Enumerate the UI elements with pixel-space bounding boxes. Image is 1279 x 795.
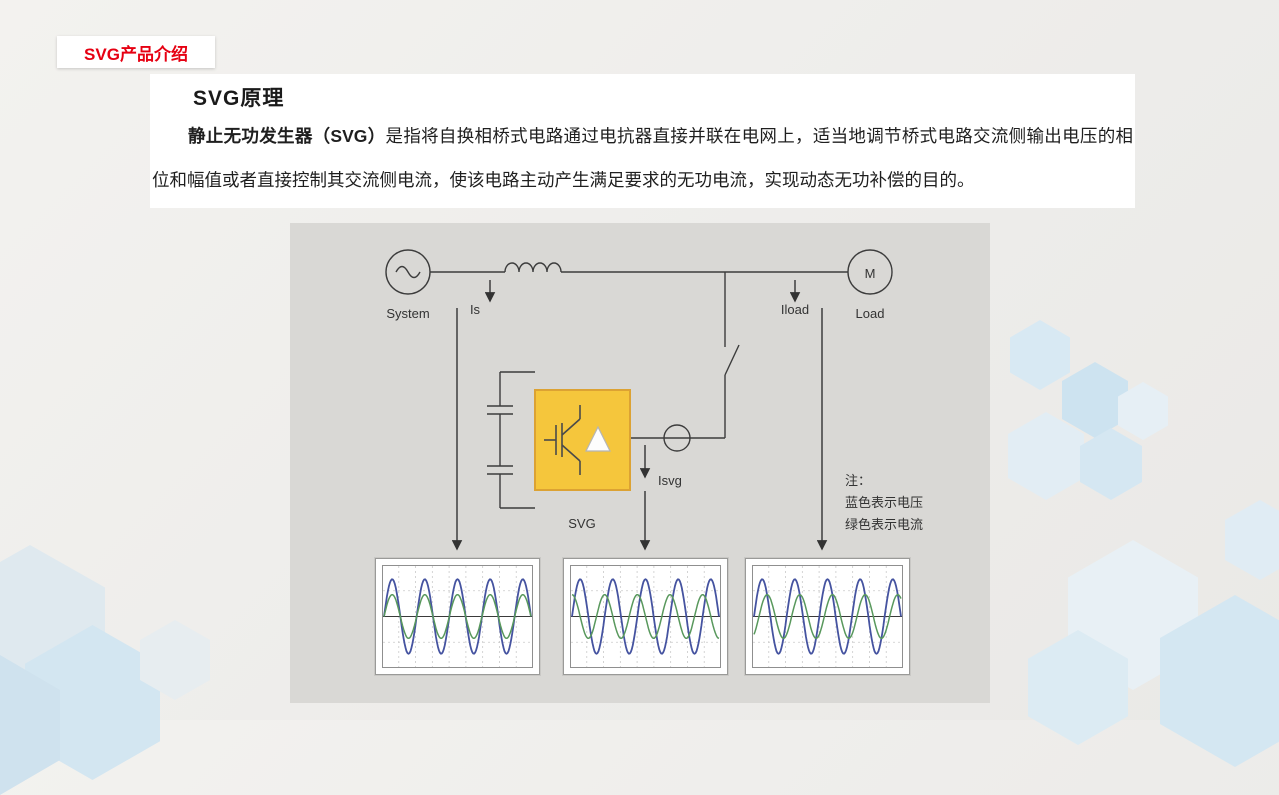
converter-block bbox=[534, 389, 631, 491]
is-label: Is bbox=[470, 302, 481, 317]
page-title: SVG原理 bbox=[193, 87, 285, 110]
triangle-marker bbox=[585, 425, 611, 452]
svg-waveform-chart bbox=[570, 565, 721, 668]
isvg-label: Isvg bbox=[658, 473, 682, 488]
load-waveform-chart bbox=[752, 565, 903, 668]
hexagon-decoration bbox=[1118, 382, 1168, 440]
motor-symbol bbox=[847, 249, 893, 295]
waveform-plot-svg bbox=[563, 558, 728, 675]
load-label: Load bbox=[856, 306, 885, 321]
intro-paragraph: 静止无功发生器（SVG）是指将自换相桥式电路通过电抗器直接并联在电网上，适当地调… bbox=[152, 114, 1133, 202]
reactor-coil bbox=[504, 262, 562, 273]
hexagon-decoration bbox=[1225, 500, 1279, 580]
igbt-symbol bbox=[544, 405, 581, 475]
note-voltage: 蓝色表示电压 bbox=[845, 495, 923, 510]
circuit-wires bbox=[430, 262, 848, 509]
paragraph-body: 是指将自换相桥式电路通过电抗器直接并联在电网上，适当地调节桥式电路交流侧输出电压… bbox=[152, 126, 1133, 190]
slide-tag: SVG产品介绍 bbox=[57, 36, 215, 68]
hexagon-decoration bbox=[1010, 320, 1070, 390]
current-transformer bbox=[663, 424, 691, 452]
ac-source-symbol bbox=[385, 249, 431, 295]
motor-label: M bbox=[865, 266, 876, 281]
content-panel bbox=[150, 74, 1135, 208]
system-label: System bbox=[386, 306, 429, 321]
svg-principle-diagram: M System Is bbox=[290, 223, 990, 703]
note-current: 绿色表示电流 bbox=[845, 517, 923, 532]
paragraph-bold-lead: 静止无功发生器（SVG） bbox=[188, 126, 386, 146]
breaker-switch bbox=[724, 344, 740, 376]
dc-link-capacitors bbox=[487, 371, 535, 509]
current-arrows bbox=[451, 280, 828, 551]
hexagon-decoration bbox=[1080, 428, 1142, 500]
note-title: 注： bbox=[845, 473, 871, 488]
iload-label: Iload bbox=[781, 302, 809, 317]
waveform-plot-load bbox=[745, 558, 910, 675]
converter-label: SVG bbox=[568, 516, 595, 531]
waveform-plot-system bbox=[375, 558, 540, 675]
hexagon-decoration bbox=[1008, 412, 1084, 500]
system-waveform-chart bbox=[382, 565, 533, 668]
circuit-schematic: M System Is bbox=[385, 249, 923, 551]
